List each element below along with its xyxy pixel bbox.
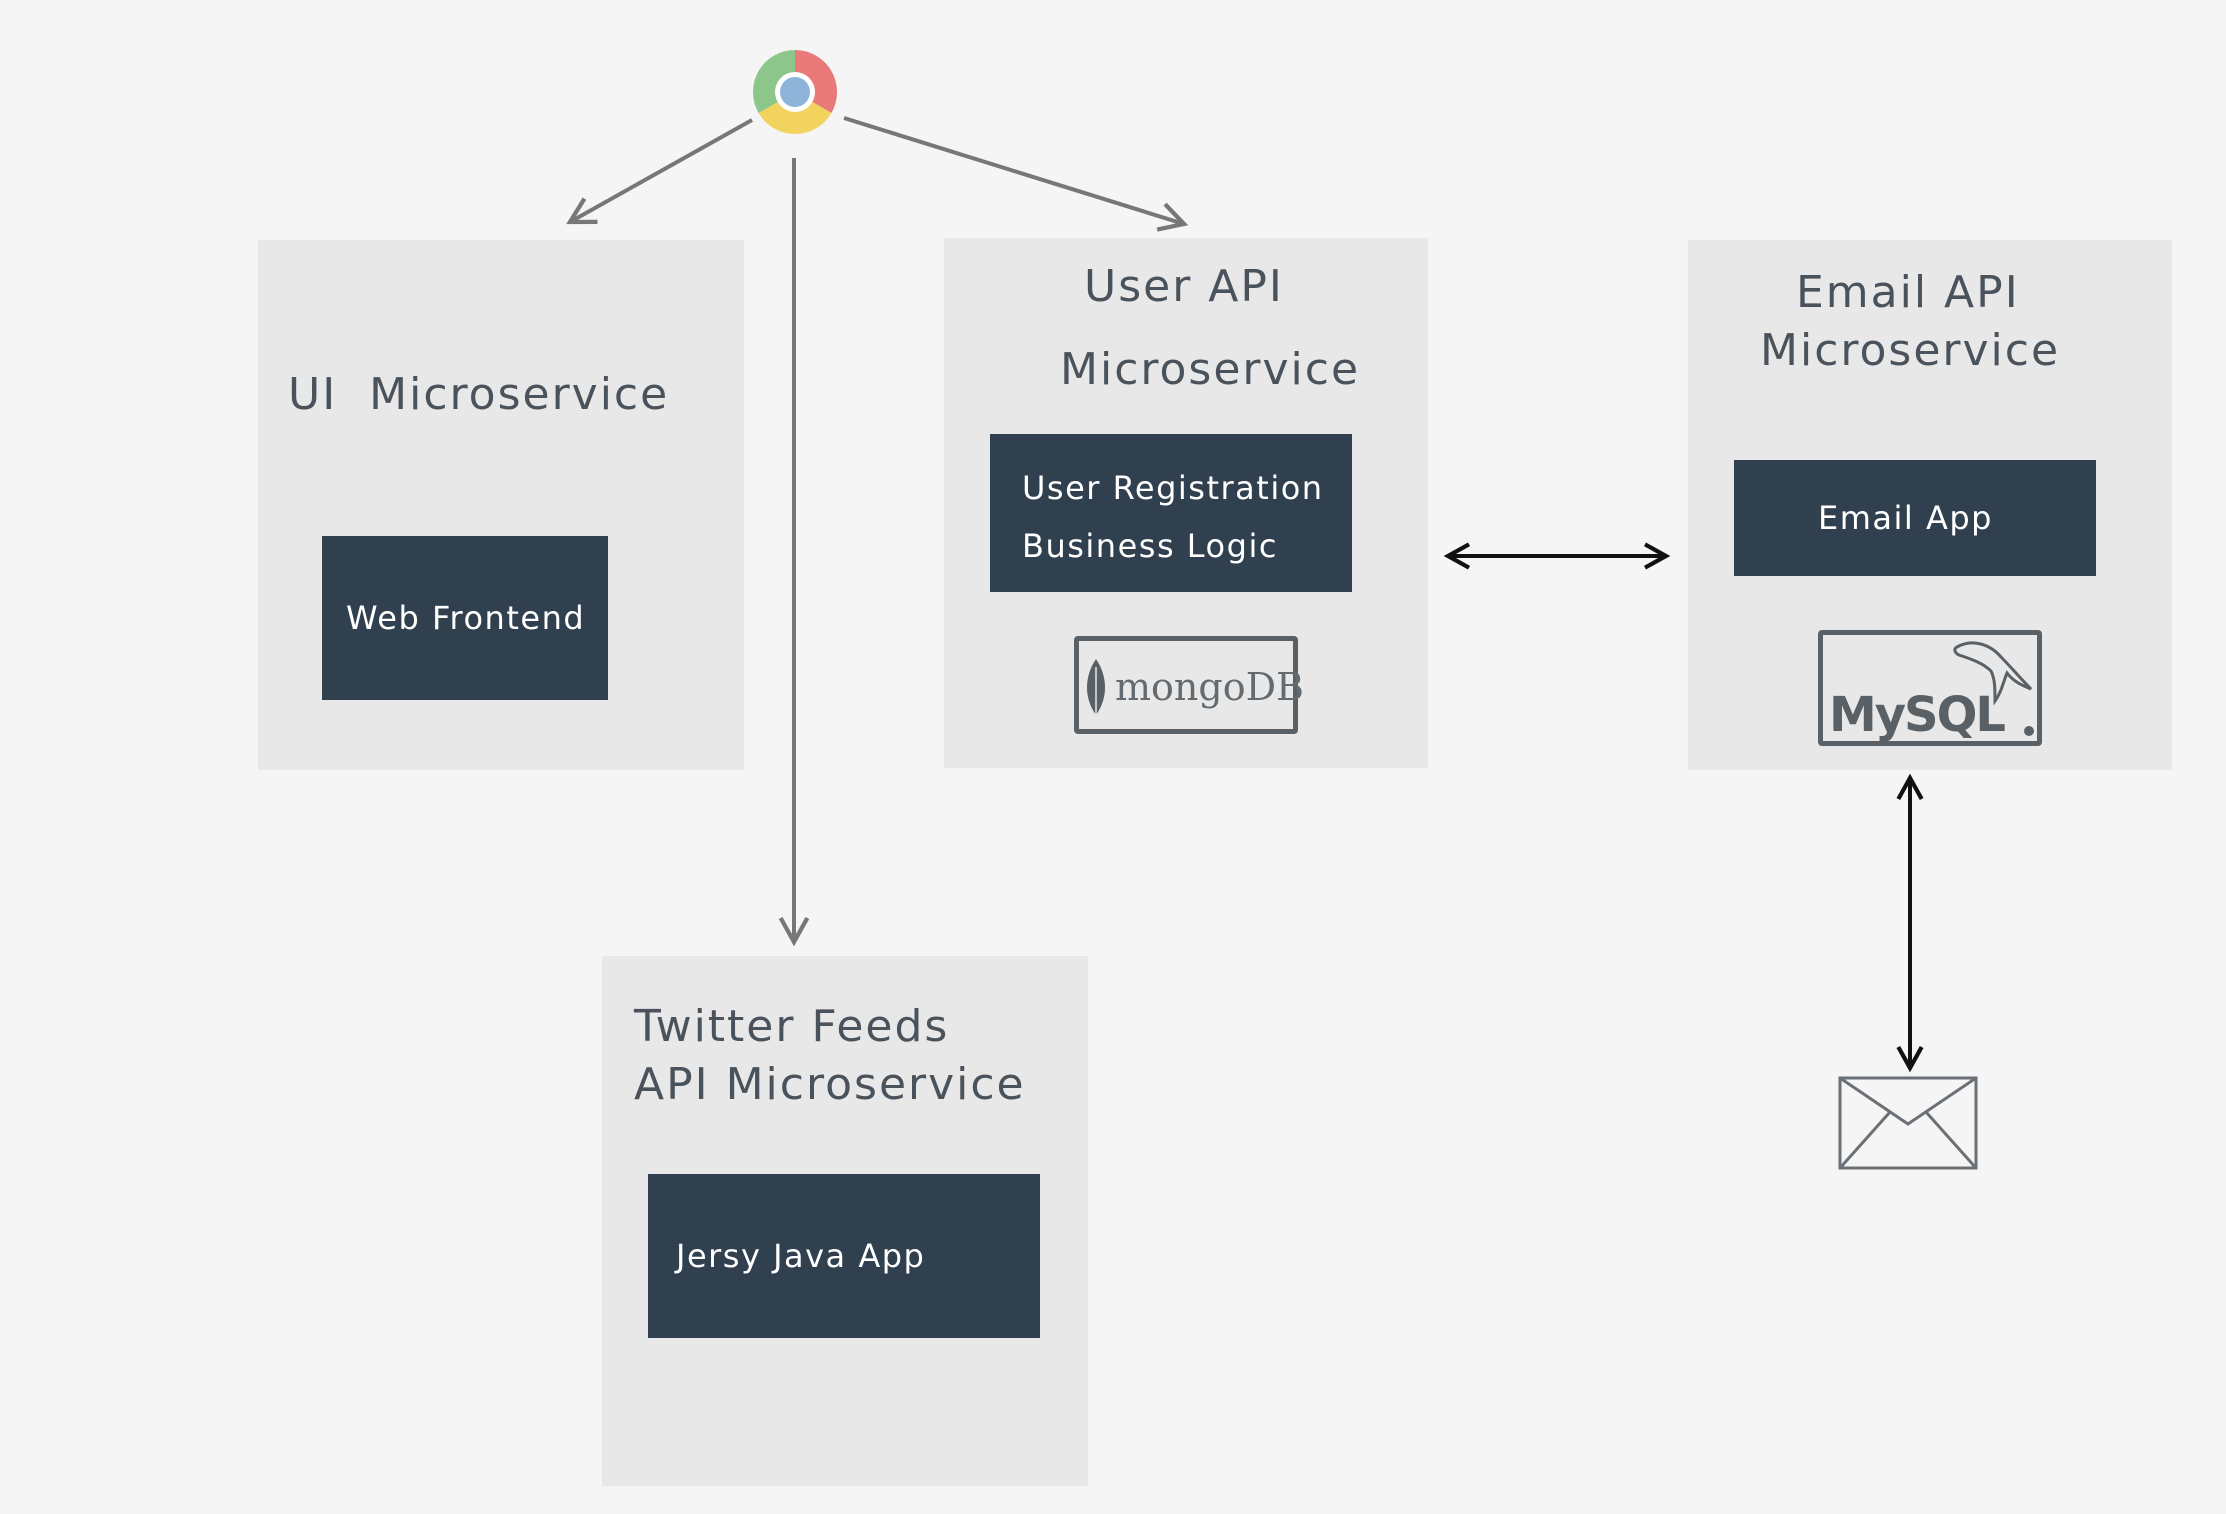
envelope-icon: [1838, 1076, 1978, 1170]
user-registration-label: User Registration: [1022, 469, 1324, 507]
user-api-microservice-panel: User API Microservice User Registration …: [944, 238, 1428, 768]
user-registration-box: User Registration Business Logic: [990, 434, 1352, 592]
mongodb-label: mongoDB: [1115, 665, 1304, 709]
jersy-java-app-box: Jersy Java App: [648, 1174, 1040, 1338]
ui-microservice-title: UI Microservice: [288, 369, 670, 420]
business-logic-label: Business Logic: [1022, 527, 1278, 565]
twitter-title-line1: Twitter Feeds: [634, 1001, 950, 1052]
mysql-logo: MySQL: [1818, 630, 2042, 746]
mysql-dolphin-icon: [1953, 641, 2033, 706]
twitter-title-line2: API Microservice: [634, 1059, 1026, 1110]
jersy-java-app-label: Jersy Java App: [676, 1237, 926, 1275]
mysql-label: MySQL: [1829, 687, 2006, 743]
web-frontend-label: Web Frontend: [346, 599, 586, 637]
registered-mark-icon: [2024, 726, 2034, 736]
email-app-label: Email App: [1818, 499, 1993, 537]
ui-microservice-panel: UI Microservice Web Frontend: [258, 240, 744, 770]
email-api-title-line2: Microservice: [1760, 325, 2061, 376]
mongodb-leaf-icon: [1086, 659, 1106, 717]
web-frontend-box: Web Frontend: [322, 536, 608, 700]
email-app-box: Email App: [1734, 460, 2096, 576]
chrome-icon: [752, 49, 838, 135]
arrow-browser-to-ui: [566, 118, 753, 225]
twitter-feeds-microservice-panel: Twitter Feeds API Microservice Jersy Jav…: [602, 956, 1088, 1486]
arrow-browser-to-user-api: [843, 116, 1189, 232]
email-api-title-line1: Email API: [1796, 267, 2020, 318]
user-api-title-line2: Microservice: [1060, 344, 1361, 395]
email-api-microservice-panel: Email API Microservice Email App MySQL: [1688, 240, 2172, 770]
mongodb-logo: mongoDB: [1074, 636, 1304, 734]
user-api-title-line1: User API: [1084, 261, 1284, 312]
